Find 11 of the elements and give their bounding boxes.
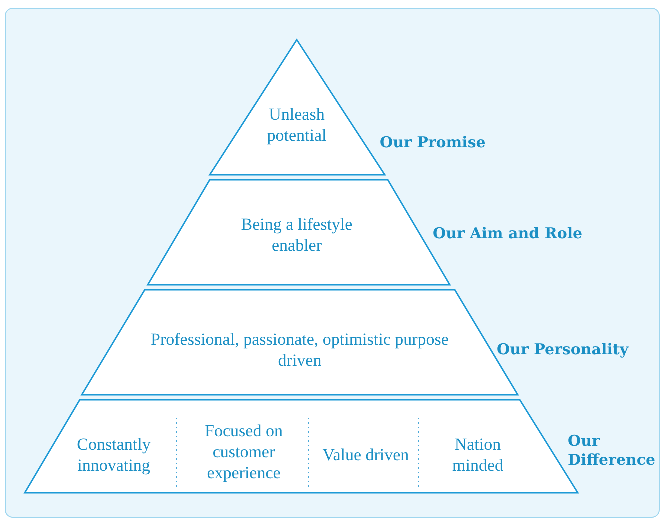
layer-text: Constantly innovating [76,434,152,476]
layer-text: Unleash potential [266,104,328,146]
layer-text: Value driven [322,444,410,466]
layer-label: Our Personality [497,340,629,360]
layer-text: Professional, passionate, optimistic purpose driven [150,329,450,371]
layer-text: Being a lifestyle enabler [240,214,354,256]
layer-text: Focused on customer experience [204,420,284,484]
layer-label: Our Difference [568,432,657,470]
layer-text: Nation minded [452,434,504,476]
layer-label: Our Promise [380,134,486,152]
layer-label: Our Aim and Role [433,224,583,244]
